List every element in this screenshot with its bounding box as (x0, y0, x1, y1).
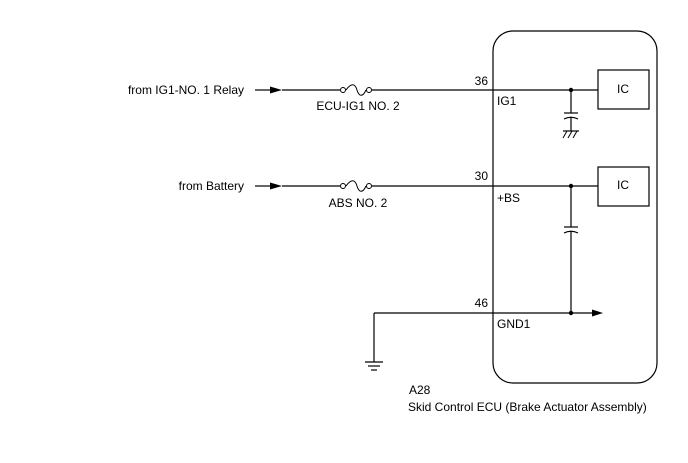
source-ig1-relay-label: from IG1-NO. 1 Relay (128, 83, 244, 97)
component-name-label: Skid Control ECU (Brake Actuator Assembl… (408, 400, 647, 414)
body-ground-icon (365, 361, 383, 371)
source-battery-label: from Battery (179, 179, 244, 193)
ic-label-1: IC (617, 82, 629, 96)
pin-46-label: 46 (475, 296, 489, 310)
fuse-abs-label: ABS NO. 2 (329, 196, 388, 210)
bs-arrow-head (270, 182, 282, 190)
gnd1-arrow-head (592, 309, 603, 317)
terminal-bs-label: +BS (497, 191, 520, 205)
fuse-abs-no2 (340, 180, 372, 192)
ecu-housing (492, 30, 658, 384)
pin-30-label: 30 (475, 169, 489, 183)
chassis-ground-icon (562, 130, 579, 139)
fuse-ecu-ig1-label: ECU-IG1 NO. 2 (316, 99, 400, 113)
connector-code-label: A28 (409, 383, 431, 397)
ig1-arrow-head (270, 86, 282, 94)
fuse-ecu-ig1-no2 (340, 84, 372, 96)
terminal-gnd1-label: GND1 (497, 317, 531, 331)
ic-box-2 (597, 166, 650, 207)
ic-label-2: IC (617, 178, 629, 192)
pin-36-label: 36 (475, 74, 489, 88)
terminal-ig1-label: IG1 (497, 94, 517, 108)
ic-box-1 (597, 69, 650, 110)
